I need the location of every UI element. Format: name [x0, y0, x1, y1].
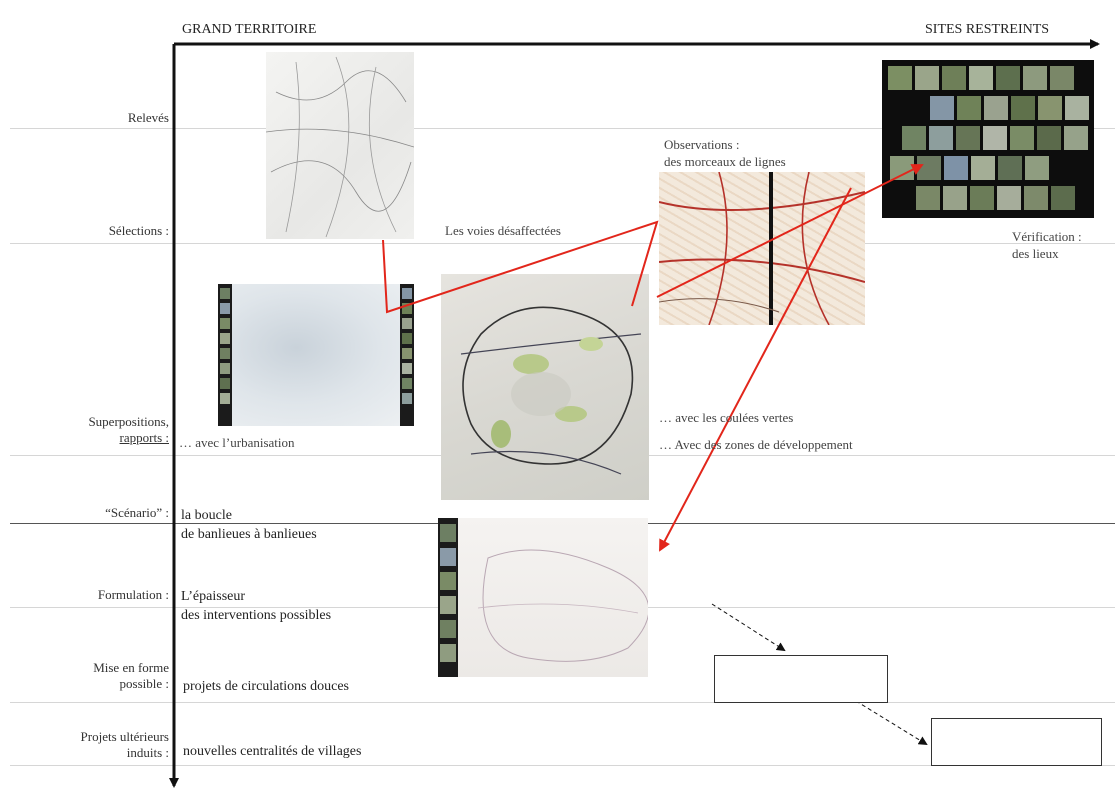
text-mise-en-forme: projets de circulations douces — [183, 679, 350, 694]
scenario-map-photo — [438, 518, 648, 677]
row-label-scenario: “Scénario” : — [105, 505, 169, 520]
row-label-superpositions: Superpositions, rapports : — [88, 414, 169, 445]
text-zones-developpement: … Avec des zones de développement — [659, 437, 853, 452]
row-label-projets: Projets ultérieurs induits : — [80, 729, 169, 760]
empty-box-projets — [931, 718, 1102, 766]
text-formulation: L’épaisseur des interventions possibles — [181, 589, 332, 623]
axis-label-start: GRAND TERRITOIRE — [182, 22, 317, 37]
red-arrow-to-sites — [656, 164, 924, 298]
empty-box-mise-en-forme — [714, 655, 888, 703]
superposition-map-photo — [441, 274, 649, 500]
dashed-arrow-1 — [711, 603, 786, 652]
row-divider — [10, 128, 1115, 129]
text-voies-desaffectees: Les voies désaffectées — [445, 223, 561, 238]
red-arrow-to-scenario — [659, 187, 852, 552]
row-divider — [10, 702, 1115, 703]
row-divider — [10, 243, 1115, 244]
topographic-map-photo — [659, 172, 865, 325]
contact-sheet-photo — [882, 60, 1094, 218]
text-scenario: la boucle de banlieues à banlieues — [181, 508, 317, 542]
dashed-arrow-2 — [855, 700, 928, 746]
row-label-mise-en-forme: Mise en forme possible : — [93, 660, 169, 691]
text-projets: nouvelles centralités de villages — [183, 744, 362, 759]
row-divider — [10, 765, 1115, 766]
axis-label-end: SITES RESTREINTS — [925, 22, 1050, 37]
urbanisation-map-photo — [218, 284, 414, 426]
text-coulees-vertes: … avec les coulées vertes — [659, 410, 794, 425]
releves-map-photo — [266, 52, 414, 239]
row-label-selections: Sélections : — [108, 223, 169, 238]
row-label-formulation: Formulation : — [97, 587, 169, 602]
text-urbanisation: … avec l’urbanisation — [179, 435, 295, 450]
red-link-path — [382, 220, 659, 314]
row-label-releves: Relevés — [127, 110, 169, 125]
text-verification: Vérification : des lieux — [1012, 229, 1082, 261]
text-observations: Observations : des morceaux de lignes — [664, 137, 786, 169]
